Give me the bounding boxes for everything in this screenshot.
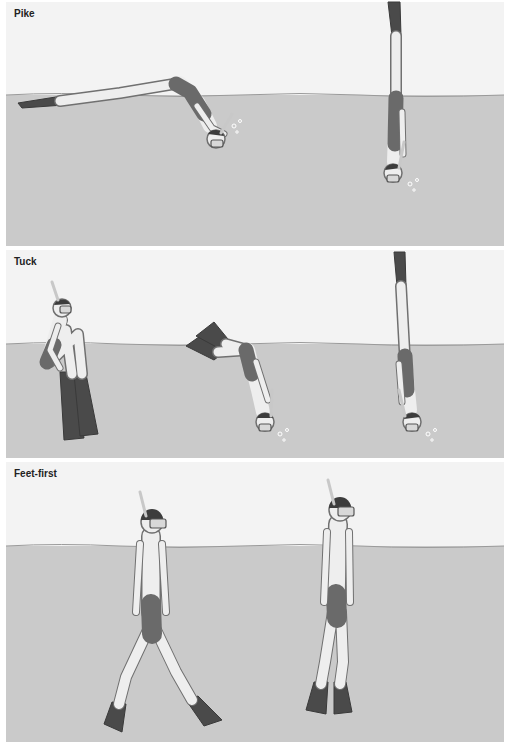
pike-scene xyxy=(6,2,504,246)
scene-panel: Tuck xyxy=(6,250,504,458)
feet-first-scene xyxy=(6,462,504,742)
panel-title: Feet-first xyxy=(14,468,57,479)
panel-title: Tuck xyxy=(14,256,37,267)
panel-title: Pike xyxy=(14,8,35,19)
scene-panel: Feet-first xyxy=(6,462,504,742)
tuck-scene xyxy=(6,250,504,458)
scene-panel: Pike xyxy=(6,2,504,246)
